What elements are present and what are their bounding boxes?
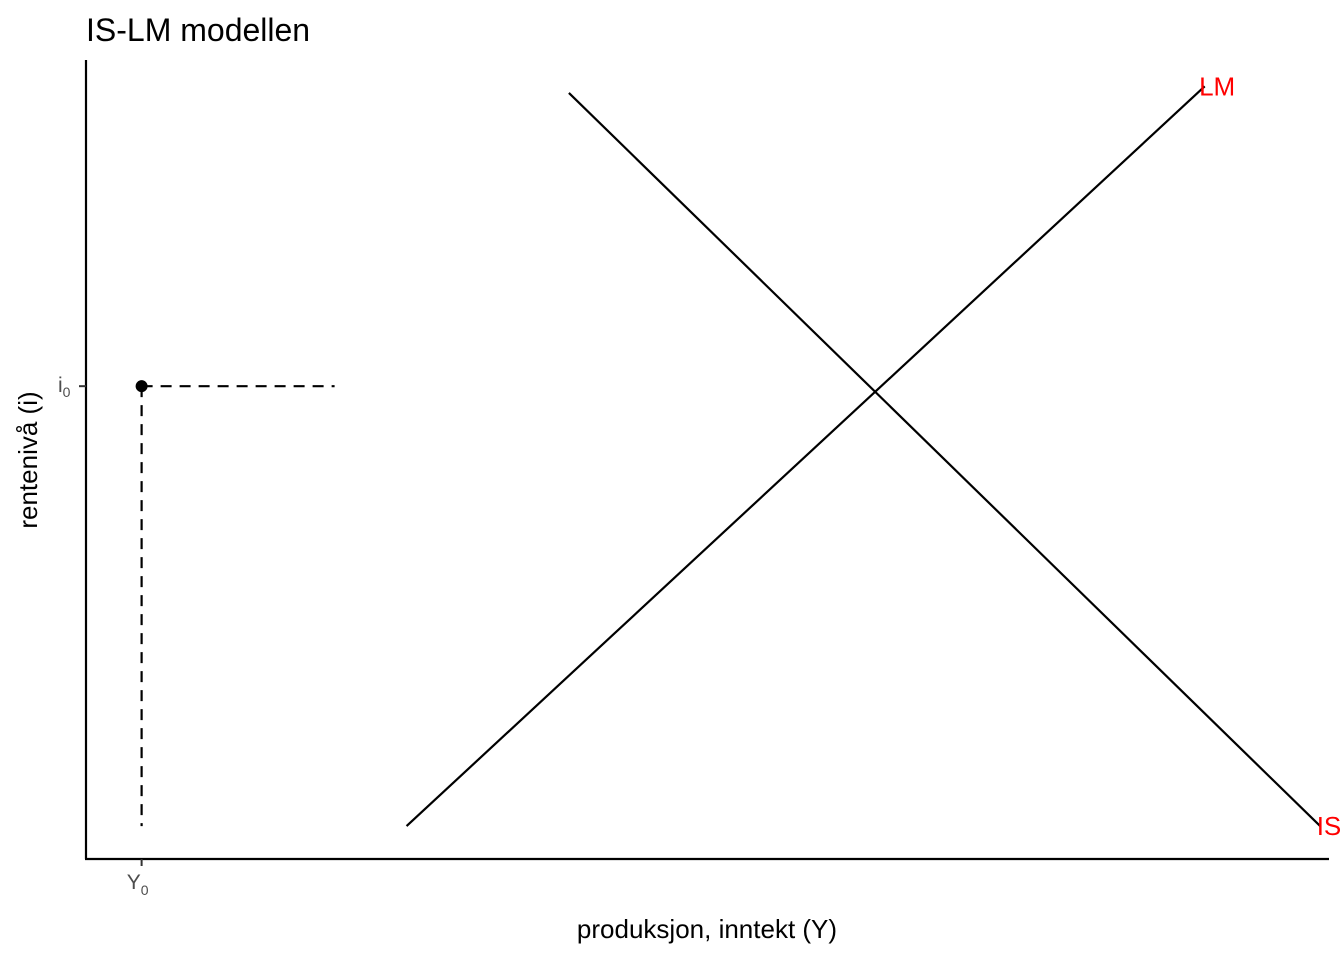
lm-curve — [405, 85, 1206, 827]
axis-ticks: Y0 i0 — [58, 374, 149, 898]
is-curve — [568, 92, 1321, 827]
is-label: IS — [1317, 811, 1342, 841]
equilibrium-point — [135, 380, 148, 393]
x-tick-label: Y0 — [127, 871, 149, 898]
y-tick-label: i0 — [58, 374, 71, 400]
plot-area: LM IS — [135, 71, 1342, 841]
chart-title: IS-LM modellen — [86, 12, 310, 48]
y-axis-title: rentenivå (i) — [13, 391, 43, 528]
x-axis-title: produksjon, inntekt (Y) — [577, 914, 837, 944]
lm-label: LM — [1199, 71, 1235, 101]
